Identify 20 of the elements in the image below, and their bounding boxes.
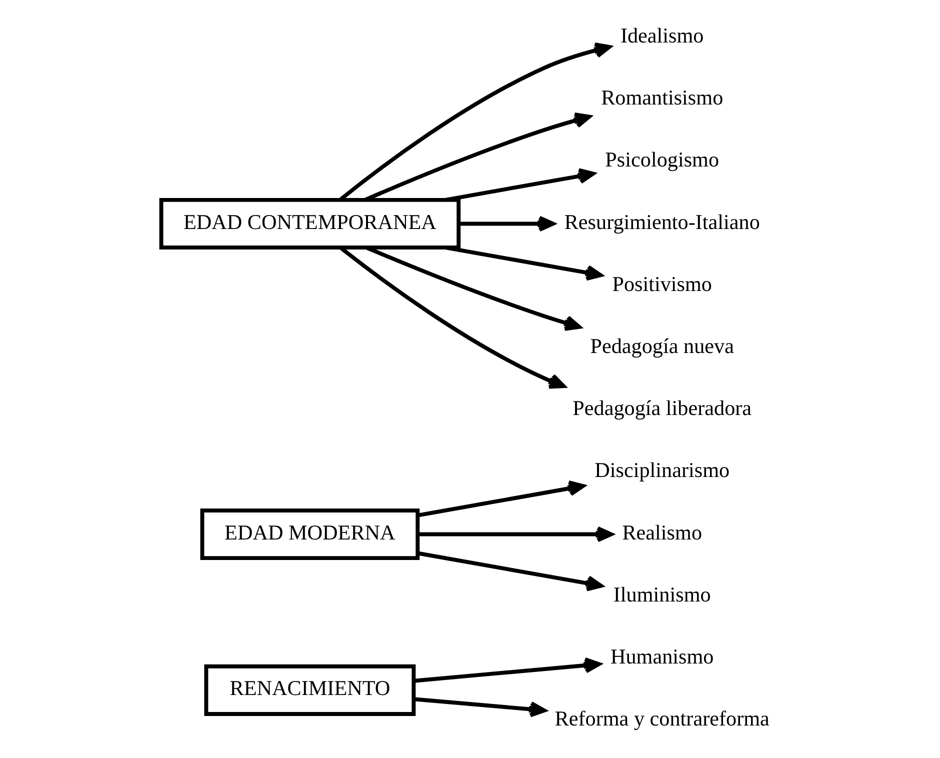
node-text: Idealismo	[620, 23, 704, 48]
arrow	[338, 42, 611, 202]
node-box: RENACIMIENTO	[204, 664, 416, 716]
arrow	[364, 112, 591, 202]
arrow	[417, 551, 602, 592]
node-text: Romantisismo	[600, 86, 723, 110]
node-text: Pedagogía liberadora	[572, 396, 752, 420]
node-text: Psicologismo	[604, 148, 719, 172]
node-text: Disciplinarismo	[594, 458, 730, 482]
node-text: Reforma y contrareforma	[554, 706, 769, 731]
arrow	[413, 697, 546, 718]
node-text: Pedagogía nueva	[590, 334, 734, 358]
node-text: Humanismo	[610, 644, 714, 669]
node-text: Resurgimiento-Italiano	[564, 210, 760, 234]
arrow	[418, 526, 613, 542]
node-text: Positivismo	[612, 272, 712, 296]
node-text: Realismo	[622, 520, 702, 544]
node-box: EDAD MODERNA	[200, 508, 420, 560]
node-box: EDAD CONTEMPORANEA	[158, 198, 460, 250]
node-text: Iluminismo	[612, 582, 710, 606]
